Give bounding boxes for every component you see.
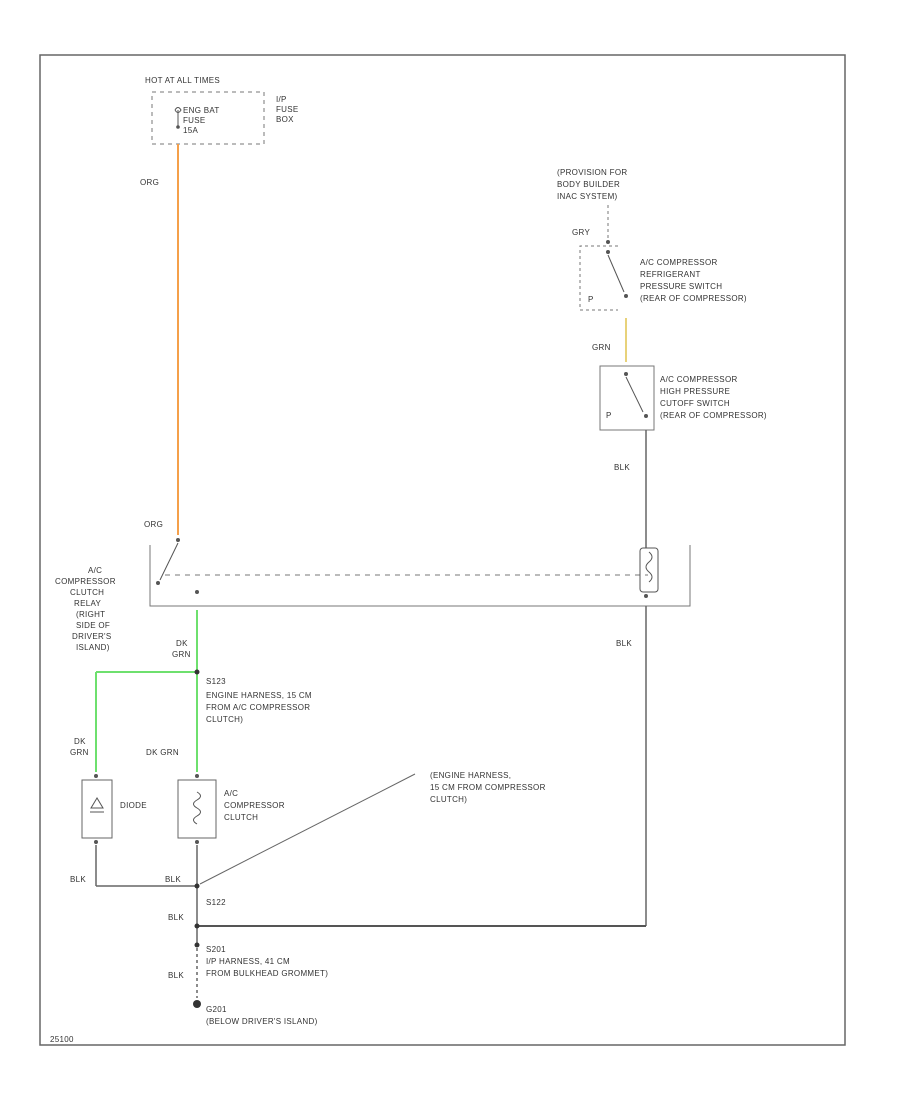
svg-text:FROM A/C COMPRESSOR: FROM A/C COMPRESSOR xyxy=(206,703,310,712)
svg-text:CLUTCH): CLUTCH) xyxy=(206,715,243,724)
fuse-box-label: I/P xyxy=(276,95,287,104)
svg-text:I/P HARNESS, 41 CM: I/P HARNESS, 41 CM xyxy=(206,957,290,966)
svg-text:GRN: GRN xyxy=(172,650,191,659)
svg-text:DIODE: DIODE xyxy=(120,801,147,810)
switch-icon: P xyxy=(588,295,594,304)
high-pressure-cutoff-switch: P A/C COMPRESSOR HIGH PRESSURE CUTOFF SW… xyxy=(599,365,767,431)
svg-text:ISLAND): ISLAND) xyxy=(76,643,110,652)
svg-text:(BELOW DRIVER'S ISLAND): (BELOW DRIVER'S ISLAND) xyxy=(206,1017,318,1026)
refrigerant-pressure-switch: P A/C COMPRESSOR REFRIGERANT PRESSURE SW… xyxy=(579,245,747,311)
clutch-coil-icon xyxy=(193,791,201,825)
wire-label-blk: BLK xyxy=(614,463,630,472)
svg-text:CUTOFF SWITCH: CUTOFF SWITCH xyxy=(660,399,730,408)
svg-text:INAC SYSTEM): INAC SYSTEM) xyxy=(557,192,618,201)
svg-text:G201: G201 xyxy=(206,1005,227,1014)
wire-label-blk: BLK xyxy=(168,971,184,980)
fuse-label: FUSE xyxy=(183,116,206,125)
svg-text:DK: DK xyxy=(176,639,188,648)
svg-text:FROM BULKHEAD GROMMET): FROM BULKHEAD GROMMET) xyxy=(206,969,328,978)
splice-s201: S201 I/P HARNESS, 41 CM FROM BULKHEAD GR… xyxy=(206,945,328,978)
svg-text:(PROVISION FOR: (PROVISION FOR xyxy=(557,168,627,177)
wire-label-gry: GRY xyxy=(572,228,590,237)
svg-text:A/C: A/C xyxy=(224,789,238,798)
svg-text:BODY BUILDER: BODY BUILDER xyxy=(557,180,620,189)
provision-label: (PROVISION FOR BODY BUILDER INAC SYSTEM) xyxy=(557,168,627,201)
svg-text:CLUTCH: CLUTCH xyxy=(224,813,258,822)
svg-text:A/C COMPRESSOR: A/C COMPRESSOR xyxy=(660,375,738,384)
diode: DIODE xyxy=(81,774,147,844)
compressor-clutch: A/C COMPRESSOR CLUTCH xyxy=(177,774,285,844)
wire-label-org: ORG xyxy=(140,178,159,187)
relay-coil-icon xyxy=(639,547,659,593)
svg-text:SIDE OF: SIDE OF xyxy=(76,621,110,630)
svg-text:(REAR OF COMPRESSOR): (REAR OF COMPRESSOR) xyxy=(640,294,747,303)
svg-text:S123: S123 xyxy=(206,677,226,686)
svg-text:15 CM FROM COMPRESSOR: 15 CM FROM COMPRESSOR xyxy=(430,783,546,792)
callout-engine-harness: (ENGINE HARNESS, 15 CM FROM COMPRESSOR C… xyxy=(430,771,546,804)
svg-text:CLUTCH): CLUTCH) xyxy=(430,795,467,804)
ground-icon xyxy=(193,1000,201,1008)
svg-text:COMPRESSOR: COMPRESSOR xyxy=(55,577,116,586)
switch-icon: P xyxy=(606,411,612,420)
svg-text:COMPRESSOR: COMPRESSOR xyxy=(224,801,285,810)
diagram-frame xyxy=(39,54,846,1046)
svg-text:GRN: GRN xyxy=(70,748,89,757)
fuse-label: ENG BAT xyxy=(183,106,220,115)
fuse-label: 15A xyxy=(183,126,198,135)
svg-text:(REAR OF COMPRESSOR): (REAR OF COMPRESSOR) xyxy=(660,411,767,420)
svg-text:PRESSURE SWITCH: PRESSURE SWITCH xyxy=(640,282,722,291)
splice-s123: S123 ENGINE HARNESS, 15 CM FROM A/C COMP… xyxy=(206,677,312,724)
fuse-symbol-icon xyxy=(174,107,182,126)
svg-text:CLUTCH: CLUTCH xyxy=(70,588,104,597)
svg-text:ENGINE HARNESS, 15 CM: ENGINE HARNESS, 15 CM xyxy=(206,691,312,700)
svg-text:RELAY: RELAY xyxy=(74,599,102,608)
svg-text:A/C COMPRESSOR: A/C COMPRESSOR xyxy=(640,258,718,267)
svg-text:DK GRN: DK GRN xyxy=(146,748,179,757)
fuse-box-label: BOX xyxy=(276,115,294,124)
wire-label-blk: BLK xyxy=(165,875,181,884)
svg-text:A/C: A/C xyxy=(88,566,102,575)
ground-g201: G201 (BELOW DRIVER'S ISLAND) xyxy=(193,1000,318,1026)
wire-label-org: ORG xyxy=(144,520,163,529)
wire-label-grn: GRN xyxy=(592,343,611,352)
diagram-code: 25100 xyxy=(50,1035,74,1044)
svg-text:(RIGHT: (RIGHT xyxy=(76,610,105,619)
svg-text:DRIVER'S: DRIVER'S xyxy=(72,632,112,641)
svg-text:DK: DK xyxy=(74,737,86,746)
callout-leader xyxy=(199,773,416,885)
svg-text:REFRIGERANT: REFRIGERANT xyxy=(640,270,701,279)
wire-label-blk: BLK xyxy=(616,639,632,648)
svg-text:S201: S201 xyxy=(206,945,226,954)
diode-icon xyxy=(90,797,104,813)
svg-text:HIGH PRESSURE: HIGH PRESSURE xyxy=(660,387,730,396)
fuse-box-label: FUSE xyxy=(276,105,299,114)
compressor-clutch-relay: ORG xyxy=(144,520,691,607)
wire-label-blk: BLK xyxy=(168,913,184,922)
svg-text:(ENGINE HARNESS,: (ENGINE HARNESS, xyxy=(430,771,511,780)
splice-s122: S122 xyxy=(206,898,226,907)
fuse-header: HOT AT ALL TIMES xyxy=(145,76,220,85)
wire-label-blk: BLK xyxy=(70,875,86,884)
fuse-box: HOT AT ALL TIMES ENG BAT FUSE 15A I/P FU… xyxy=(145,76,299,145)
